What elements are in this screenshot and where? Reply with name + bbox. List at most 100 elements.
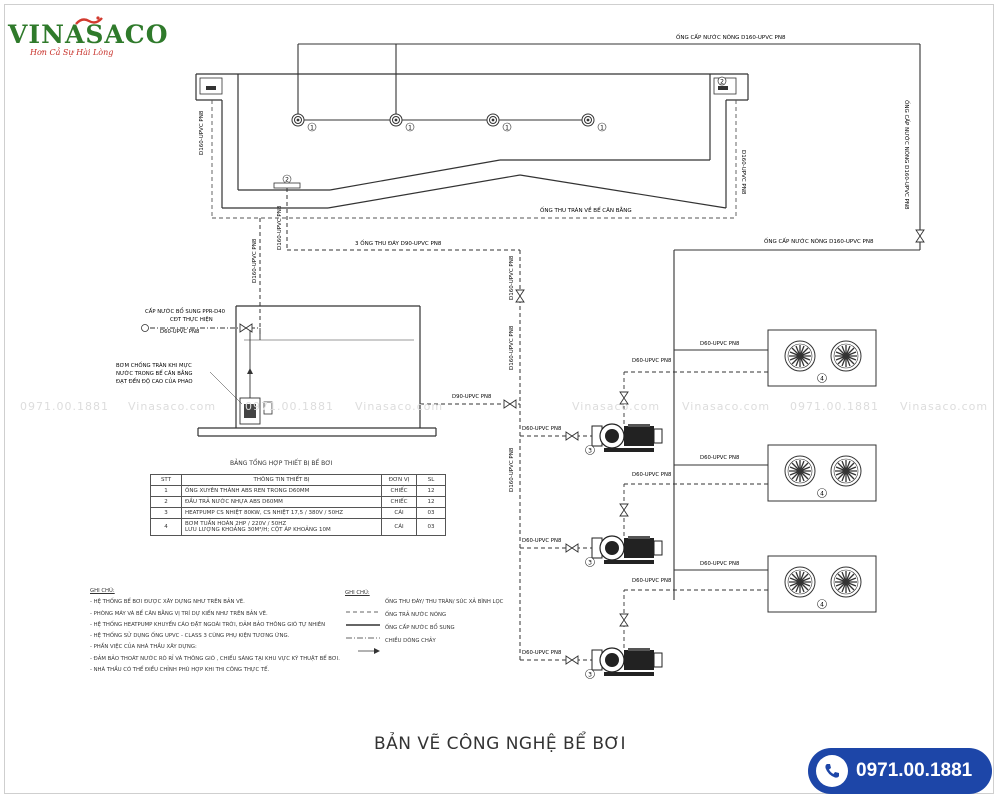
watermark: 0971.00.1881 — [20, 400, 109, 413]
swimmer-icon — [75, 16, 103, 25]
legend-samples — [346, 611, 380, 654]
watermark: Vinasaco.com — [572, 400, 661, 413]
valve-icon — [515, 289, 525, 303]
notes-heading: GHI CHÚ: — [90, 588, 115, 594]
watermark: Vinasaco.com — [900, 400, 989, 413]
hot-supply-pipe — [297, 43, 921, 600]
label-hot-supply-top: ỐNG CẤP NƯỚC NÓNG D160-UPVC PN8 — [676, 33, 786, 41]
drain-to-tank-pipes — [259, 188, 521, 404]
drawing-title: BẢN VẼ CÔNG NGHỆ BỂ BƠI — [373, 734, 627, 754]
svg-text:4: 4 — [820, 602, 824, 609]
svg-text:1: 1 — [600, 125, 604, 132]
svg-text:CĐT THỰC HIỆN: CĐT THỰC HIỆN — [170, 315, 213, 323]
sump-pump — [239, 330, 273, 425]
note-item: - PHÒNG MÁY VÀ BỂ CÂN BẰNG VỊ TRÍ DỰ KIẾ… — [90, 610, 268, 617]
balance-tank — [197, 305, 437, 437]
svg-text:D60-UPVC PN8: D60-UPVC PN8 — [632, 578, 672, 584]
svg-text:D160-UPVC PN8: D160-UPVC PN8 — [252, 238, 258, 283]
svg-text:D60-UPVC PN8: D60-UPVC PN8 — [522, 538, 562, 544]
pool-outline — [195, 73, 749, 209]
svg-text:D160-UPVC PN8: D160-UPVC PN8 — [509, 325, 515, 370]
svg-text:D160-UPVC PN8: D160-UPVC PN8 — [277, 205, 283, 250]
equipment-table-title: BẢNG TỔNG HỢP THIẾT BỊ BỂ BƠI — [230, 460, 333, 467]
note-item: - ĐẢM BẢO THOÁT NƯỚC RÒ RỈ VÀ THÔNG GIÓ … — [90, 655, 340, 662]
brand-logo[interactable]: VINASACO Hơn Cả Sự Hài Lòng — [8, 10, 167, 62]
return-inlet-icon — [486, 113, 500, 127]
overflow-return-pipe — [211, 100, 737, 219]
svg-text:3: 3 — [588, 448, 592, 455]
note-item: - HỆ THỐNG BỂ BƠI ĐƯỢC XÂY DỰNG NHƯ TRÊN… — [90, 599, 245, 606]
legend-item: CHIỀU DÒNG CHẢY — [385, 638, 436, 644]
hotline-number: 0971.00.1881 — [856, 760, 973, 781]
label-hot-supply-vertical: ỐNG CẤP NƯỚC NÓNG D160-UPVC PN8 — [903, 100, 911, 210]
label-d160-left: D160-UPVC PN8 — [199, 110, 205, 155]
circulation-pump-2 — [591, 535, 663, 565]
label-bottom-drain: 3 ỐNG THU ĐÁY D90-UPVC PN8 — [355, 239, 442, 247]
valve-icon — [565, 431, 579, 441]
marker-2: 2 — [720, 79, 724, 86]
svg-text:D60-UPVC PN8: D60-UPVC PN8 — [522, 426, 562, 432]
watermark: 0971.00.1881 — [245, 400, 334, 413]
main-drain — [273, 182, 301, 189]
svg-text:4: 4 — [820, 376, 824, 383]
valve-icon — [565, 655, 579, 665]
heatpump-3: 4 — [767, 555, 877, 613]
legend-item: ỐNG CẤP NƯỚC BỔ SUNG — [385, 625, 455, 631]
svg-text:ĐẠT ĐẾN ĐỘ CAO CỦA PHAO: ĐẠT ĐẾN ĐỘ CAO CỦA PHAO — [116, 377, 193, 385]
legend-heading: GHI CHÚ: — [345, 590, 370, 596]
valve-icon — [565, 543, 579, 553]
label-makeup-water: CẤP NƯỚC BỔ SUNG PPR-D40 — [145, 307, 226, 315]
drawing-frame — [4, 4, 994, 794]
return-inlet-icon — [291, 113, 305, 127]
svg-text:D90-UPVC PN8: D90-UPVC PN8 — [452, 394, 492, 400]
valve-icon — [915, 229, 925, 243]
line-legend: GHI CHÚ: ỐNG THU ĐÁY/ THU TRÀN/ SÚC XẢ B… — [345, 590, 503, 651]
circulation-pump-3 — [591, 647, 663, 677]
return-inlet-icon — [389, 113, 403, 127]
pump-discharge-pipes — [623, 371, 768, 648]
svg-text:D60-UPVC PN8: D60-UPVC PN8 — [700, 341, 740, 347]
label-d160-right: D160-UPVC PN8 — [740, 150, 746, 195]
brand-tagline: Hơn Cả Sự Hài Lòng — [30, 48, 114, 57]
svg-text:D60-UPVC PN8: D60-UPVC PN8 — [700, 455, 740, 461]
legend-item: ỐNG TRẢ NƯỚC NÓNG — [385, 612, 447, 618]
note-item: - NHÀ THẦU CÓ THỂ ĐIỀU CHỈNH PHÙ HỢP KHI… — [90, 667, 270, 674]
svg-text:D60-UPVC PN8: D60-UPVC PN8 — [632, 358, 672, 364]
note-item: - PHẦN VIỆC CỦA NHÀ THẦU XÂY DỰNG: — [90, 644, 197, 651]
svg-text:NƯỚC TRONG BỂ CÂN BẰNG: NƯỚC TRONG BỂ CÂN BẰNG — [116, 369, 193, 377]
watermark: 0971.00.1881 — [790, 400, 879, 413]
note-item: - HỆ THỐNG HEATPUMP KHUYẾN CÁO ĐẶT NGOÀI… — [90, 621, 326, 628]
svg-text:2: 2 — [285, 177, 289, 184]
phone-icon — [816, 755, 848, 787]
general-notes: GHI CHÚ: - HỆ THỐNG BỂ BƠI ĐƯỢC XÂY DỰNG… — [90, 586, 340, 676]
svg-text:4: 4 — [820, 491, 824, 498]
hotline-button[interactable]: 0971.00.1881 — [808, 748, 992, 794]
svg-text:D60-UPVC PN8: D60-UPVC PN8 — [522, 650, 562, 656]
label-overflow-to-balance: ỐNG THU TRÀN VỀ BỂ CÂN BẰNG — [540, 206, 632, 214]
svg-text:D60-UPVC PN8: D60-UPVC PN8 — [160, 329, 200, 335]
svg-text:3: 3 — [588, 560, 592, 567]
circulation-pump-1 — [591, 423, 663, 453]
hot-return-pipes — [674, 349, 768, 571]
return-inlet-icon — [581, 113, 595, 127]
label-hot-supply-mid: ỐNG CẤP NƯỚC NÓNG D160-UPVC PN8 — [764, 237, 874, 245]
svg-text:D160-UPVC PN8: D160-UPVC PN8 — [509, 447, 515, 492]
brand-name: VINASACO — [8, 20, 169, 49]
svg-text:1: 1 — [408, 125, 412, 132]
watermark: Vinasaco.com — [682, 400, 771, 413]
svg-text:D60-UPVC PN8: D60-UPVC PN8 — [632, 472, 672, 478]
valve-icon — [503, 399, 517, 409]
watermark: Vinasaco.com — [355, 400, 444, 413]
heatpump-2: 4 — [767, 444, 877, 502]
note-item: - HỆ THỐNG SỬ DỤNG ỐNG UPVC - CLASS 3 CÙ… — [90, 633, 290, 640]
svg-text:3: 3 — [588, 672, 592, 679]
svg-text:1: 1 — [310, 125, 314, 132]
svg-text:D160-UPVC PN8: D160-UPVC PN8 — [509, 255, 515, 300]
svg-text:1: 1 — [505, 125, 509, 132]
